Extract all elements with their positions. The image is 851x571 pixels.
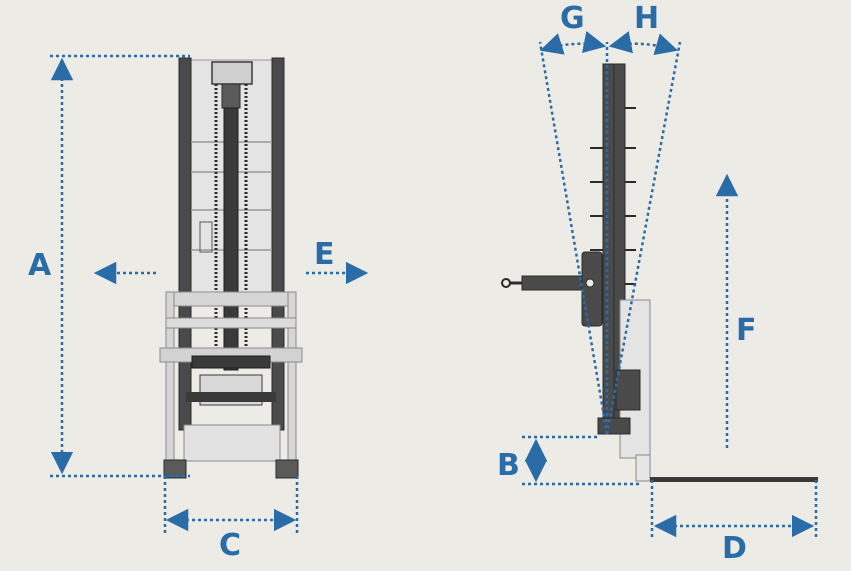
carriage-middle-bar bbox=[165, 317, 297, 329]
label-b: B bbox=[497, 448, 520, 483]
lift-cylinder bbox=[223, 107, 239, 371]
mounting-bolt bbox=[585, 278, 595, 288]
right-foot bbox=[275, 459, 299, 479]
label-f: F bbox=[736, 313, 757, 348]
fork-blade bbox=[650, 477, 818, 482]
carriage-top-bar bbox=[165, 291, 297, 307]
lower-crossbar bbox=[186, 392, 276, 402]
label-d: D bbox=[722, 531, 747, 566]
right-mast-upright bbox=[271, 57, 285, 431]
label-h: H bbox=[634, 1, 659, 36]
label-c: C bbox=[219, 528, 241, 563]
cylinder-pivot bbox=[501, 278, 511, 288]
dim-h-arc bbox=[608, 31, 679, 56]
side-carriage-bracket bbox=[615, 369, 641, 411]
mast-head bbox=[211, 61, 253, 85]
label-e: E bbox=[314, 237, 335, 272]
dim-g-arc bbox=[539, 31, 607, 55]
front-view bbox=[159, 57, 303, 479]
carriage-base-plate bbox=[183, 424, 281, 462]
mounting-plate bbox=[581, 251, 603, 327]
tilt-back-line bbox=[538, 41, 609, 435]
dimension-labels: A C E G H B D F bbox=[28, 1, 757, 566]
tilt-cylinder bbox=[521, 275, 585, 291]
tilt-forward-line bbox=[605, 41, 682, 435]
side-base bbox=[597, 417, 631, 435]
mast-bracket bbox=[199, 221, 213, 253]
left-mast-upright bbox=[178, 57, 192, 431]
fork-bar bbox=[191, 355, 271, 369]
fork-heel bbox=[635, 454, 651, 482]
dimension-lines bbox=[50, 31, 818, 540]
label-g: G bbox=[560, 1, 585, 36]
side-view bbox=[501, 63, 818, 482]
cylinder-head bbox=[221, 83, 241, 109]
label-a: A bbox=[28, 248, 52, 283]
left-foot bbox=[163, 459, 187, 479]
